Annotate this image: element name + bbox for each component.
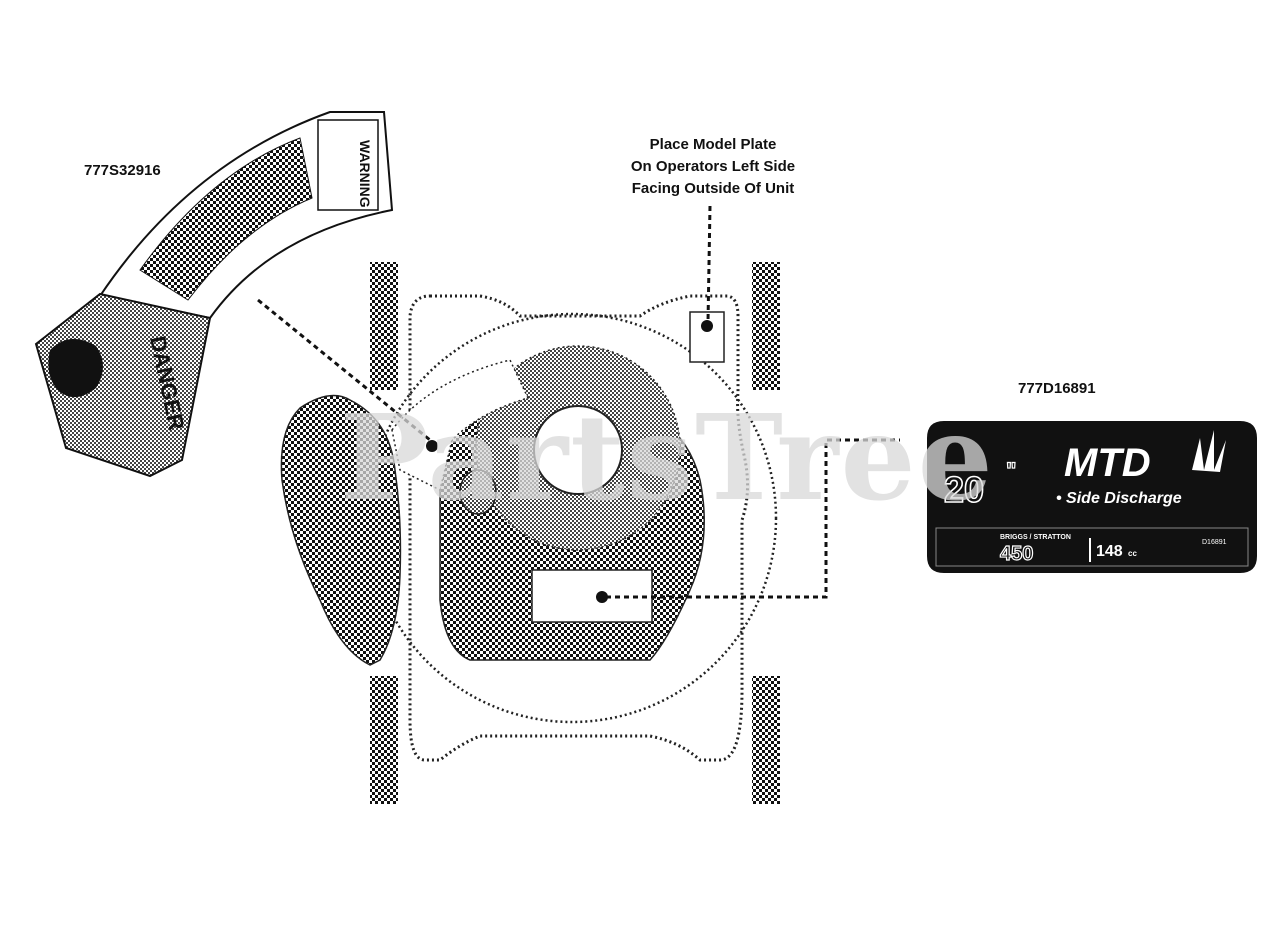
placement-note-line-2: On Operators Left Side: [630, 158, 796, 175]
wheel-rear-right: [752, 262, 780, 390]
engine-fill-cap: [459, 469, 497, 515]
part-number-warning-decal[interactable]: 777S32916: [84, 162, 161, 179]
mtd-size: 20: [944, 469, 984, 510]
decal-fastener-left: [426, 440, 438, 452]
decal-placement-arc: [391, 359, 530, 492]
deck-outline: [408, 294, 750, 762]
warning-decal-stripes: [139, 137, 313, 301]
engine-shaft: [533, 405, 623, 495]
discharge-chute: [280, 394, 402, 666]
mtd-brand: MTD: [1064, 441, 1151, 485]
mtd-plate-code: D16891: [1202, 539, 1227, 546]
hand-hazard-icon: [48, 338, 103, 398]
wheel-rear-left: [370, 262, 398, 390]
rear-plate-tag: [689, 311, 725, 363]
warning-decal-graphic: WARNING DANGER: [34, 111, 394, 478]
mtd-size-unit: ": [1006, 458, 1016, 483]
mtd-plate-lower-band: [935, 527, 1249, 567]
mtd-feature: • Side Discharge: [1056, 490, 1182, 507]
warning-decal-word-panel: [317, 119, 379, 211]
placement-note-line-3: Facing Outside Of Unit: [631, 180, 795, 197]
leader-warning-decal: [257, 298, 431, 442]
leader-placement-note: [706, 205, 712, 323]
plate-fastener-engine: [596, 591, 608, 603]
mtd-displacement: 148: [1096, 543, 1123, 560]
leader-model-plate: [606, 438, 900, 599]
placement-note-line-1: Place Model Plate: [649, 136, 777, 153]
wheel-front-right: [752, 676, 780, 804]
wheel-front-left: [370, 676, 398, 804]
placement-note: Place Model Plate On Operators Left Side…: [600, 134, 826, 200]
part-number-model-plate[interactable]: 777D16891: [1018, 380, 1096, 397]
rear-plate-fastener: [701, 320, 713, 332]
mtd-model-plate-graphic: MTD 20 " • Side Discharge BRIGGS / STRAT…: [927, 421, 1257, 573]
mtd-displacement-unit: cc: [1128, 549, 1137, 558]
grass-icon: [1192, 430, 1226, 472]
mtd-engine-brand: BRIGGS / STRATTON: [1000, 534, 1071, 541]
watermark: PartsTree: [340, 388, 995, 527]
model-plate-placement: [531, 569, 653, 623]
mtd-engine-series: 450: [1000, 543, 1033, 565]
warning-decal-word: WARNING: [357, 140, 373, 208]
